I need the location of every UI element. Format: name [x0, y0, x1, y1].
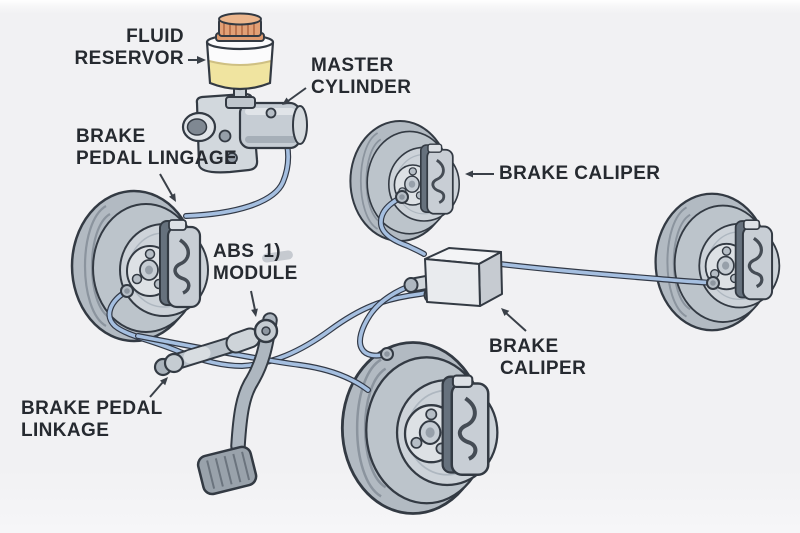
label-brake-caliper-rear: BRAKE CALIPER — [489, 336, 586, 380]
annotation-arrows — [149, 56, 527, 398]
label-line: CALIPER — [500, 358, 587, 379]
garbled-glyph: 1) — [263, 241, 282, 262]
label-line: BRAKE CALIPER — [499, 163, 661, 184]
fitting-left-hub — [120, 284, 134, 298]
flange-hole — [226, 152, 238, 164]
abs-block-front — [424, 258, 481, 307]
label-line: FLUID — [126, 26, 184, 47]
rod-collar — [183, 346, 211, 364]
brake-lines — [106, 194, 715, 393]
flange-hole — [218, 129, 232, 143]
label-line: ABS — [213, 241, 255, 262]
wheel-right — [653, 192, 781, 332]
wheel-bottom — [340, 340, 500, 516]
label-line: CYLINDER — [311, 77, 412, 98]
label-line: MASTER — [311, 55, 394, 76]
cylinder-shade — [245, 136, 297, 143]
cylinder-end-cap — [292, 105, 308, 145]
label-master-cylinder: MASTER CYLINDER — [311, 55, 411, 99]
label-line: MODULE — [213, 263, 298, 284]
hub-fittings — [120, 190, 720, 361]
fitting-right-hub — [706, 276, 720, 290]
label-brake-caliper-front: BRAKE CALIPER — [499, 163, 660, 185]
brake-fluid — [209, 61, 271, 89]
label-line: LINKAGE — [21, 420, 110, 441]
label-brake-pedal-lingage: BRAKE PEDAL LINGAGE — [76, 126, 237, 170]
label-line: RESERVOR — [74, 48, 184, 69]
arrow-brake-pedal-linkage — [149, 377, 168, 398]
arrow-abs-module — [250, 290, 258, 317]
arrow-master-cylinder — [282, 87, 307, 105]
pivot-pin — [261, 326, 271, 336]
cylinder-bore-opening — [186, 118, 208, 136]
pedal-pad-ridges — [206, 451, 251, 489]
reservoir-collar — [225, 96, 256, 109]
reservoir-cap — [215, 12, 265, 42]
label-line: BRAKE PEDAL — [21, 398, 163, 419]
fitting-top-hub — [395, 190, 409, 204]
arrow-brake-caliper-rear — [501, 308, 527, 332]
master-cylinder-assembly — [181, 12, 308, 174]
label-line: BRAKE — [489, 336, 559, 357]
outlet-fitting — [265, 107, 277, 119]
pedal-linkage-rod — [153, 327, 265, 377]
arrow-brake-pedal-lingage — [159, 173, 176, 202]
fluid-reservoir-jar — [205, 33, 275, 91]
label-brake-pedal-linkage: BRAKE PEDAL LINKAGE — [21, 398, 163, 442]
fitting-bottom-hub — [380, 347, 394, 361]
label-line: PEDAL LINGAGE — [76, 148, 238, 169]
pedal-pad — [196, 445, 258, 496]
arrow-fluid-reservoir — [188, 56, 206, 64]
abs-module-block — [403, 247, 503, 307]
label-fluid-reservoir: FLUID RESERVOR — [75, 26, 185, 70]
rod-ball-end — [163, 352, 185, 374]
wheel-top — [348, 119, 461, 243]
rod-sleeve — [227, 329, 259, 352]
brake-pedal-assembly — [153, 312, 279, 496]
arrow-brake-caliper-front — [465, 170, 494, 178]
label-abs-module: ABS 1) MODULE — [213, 241, 298, 285]
fluid-surface-line — [208, 60, 272, 66]
label-line: BRAKE — [76, 126, 146, 147]
